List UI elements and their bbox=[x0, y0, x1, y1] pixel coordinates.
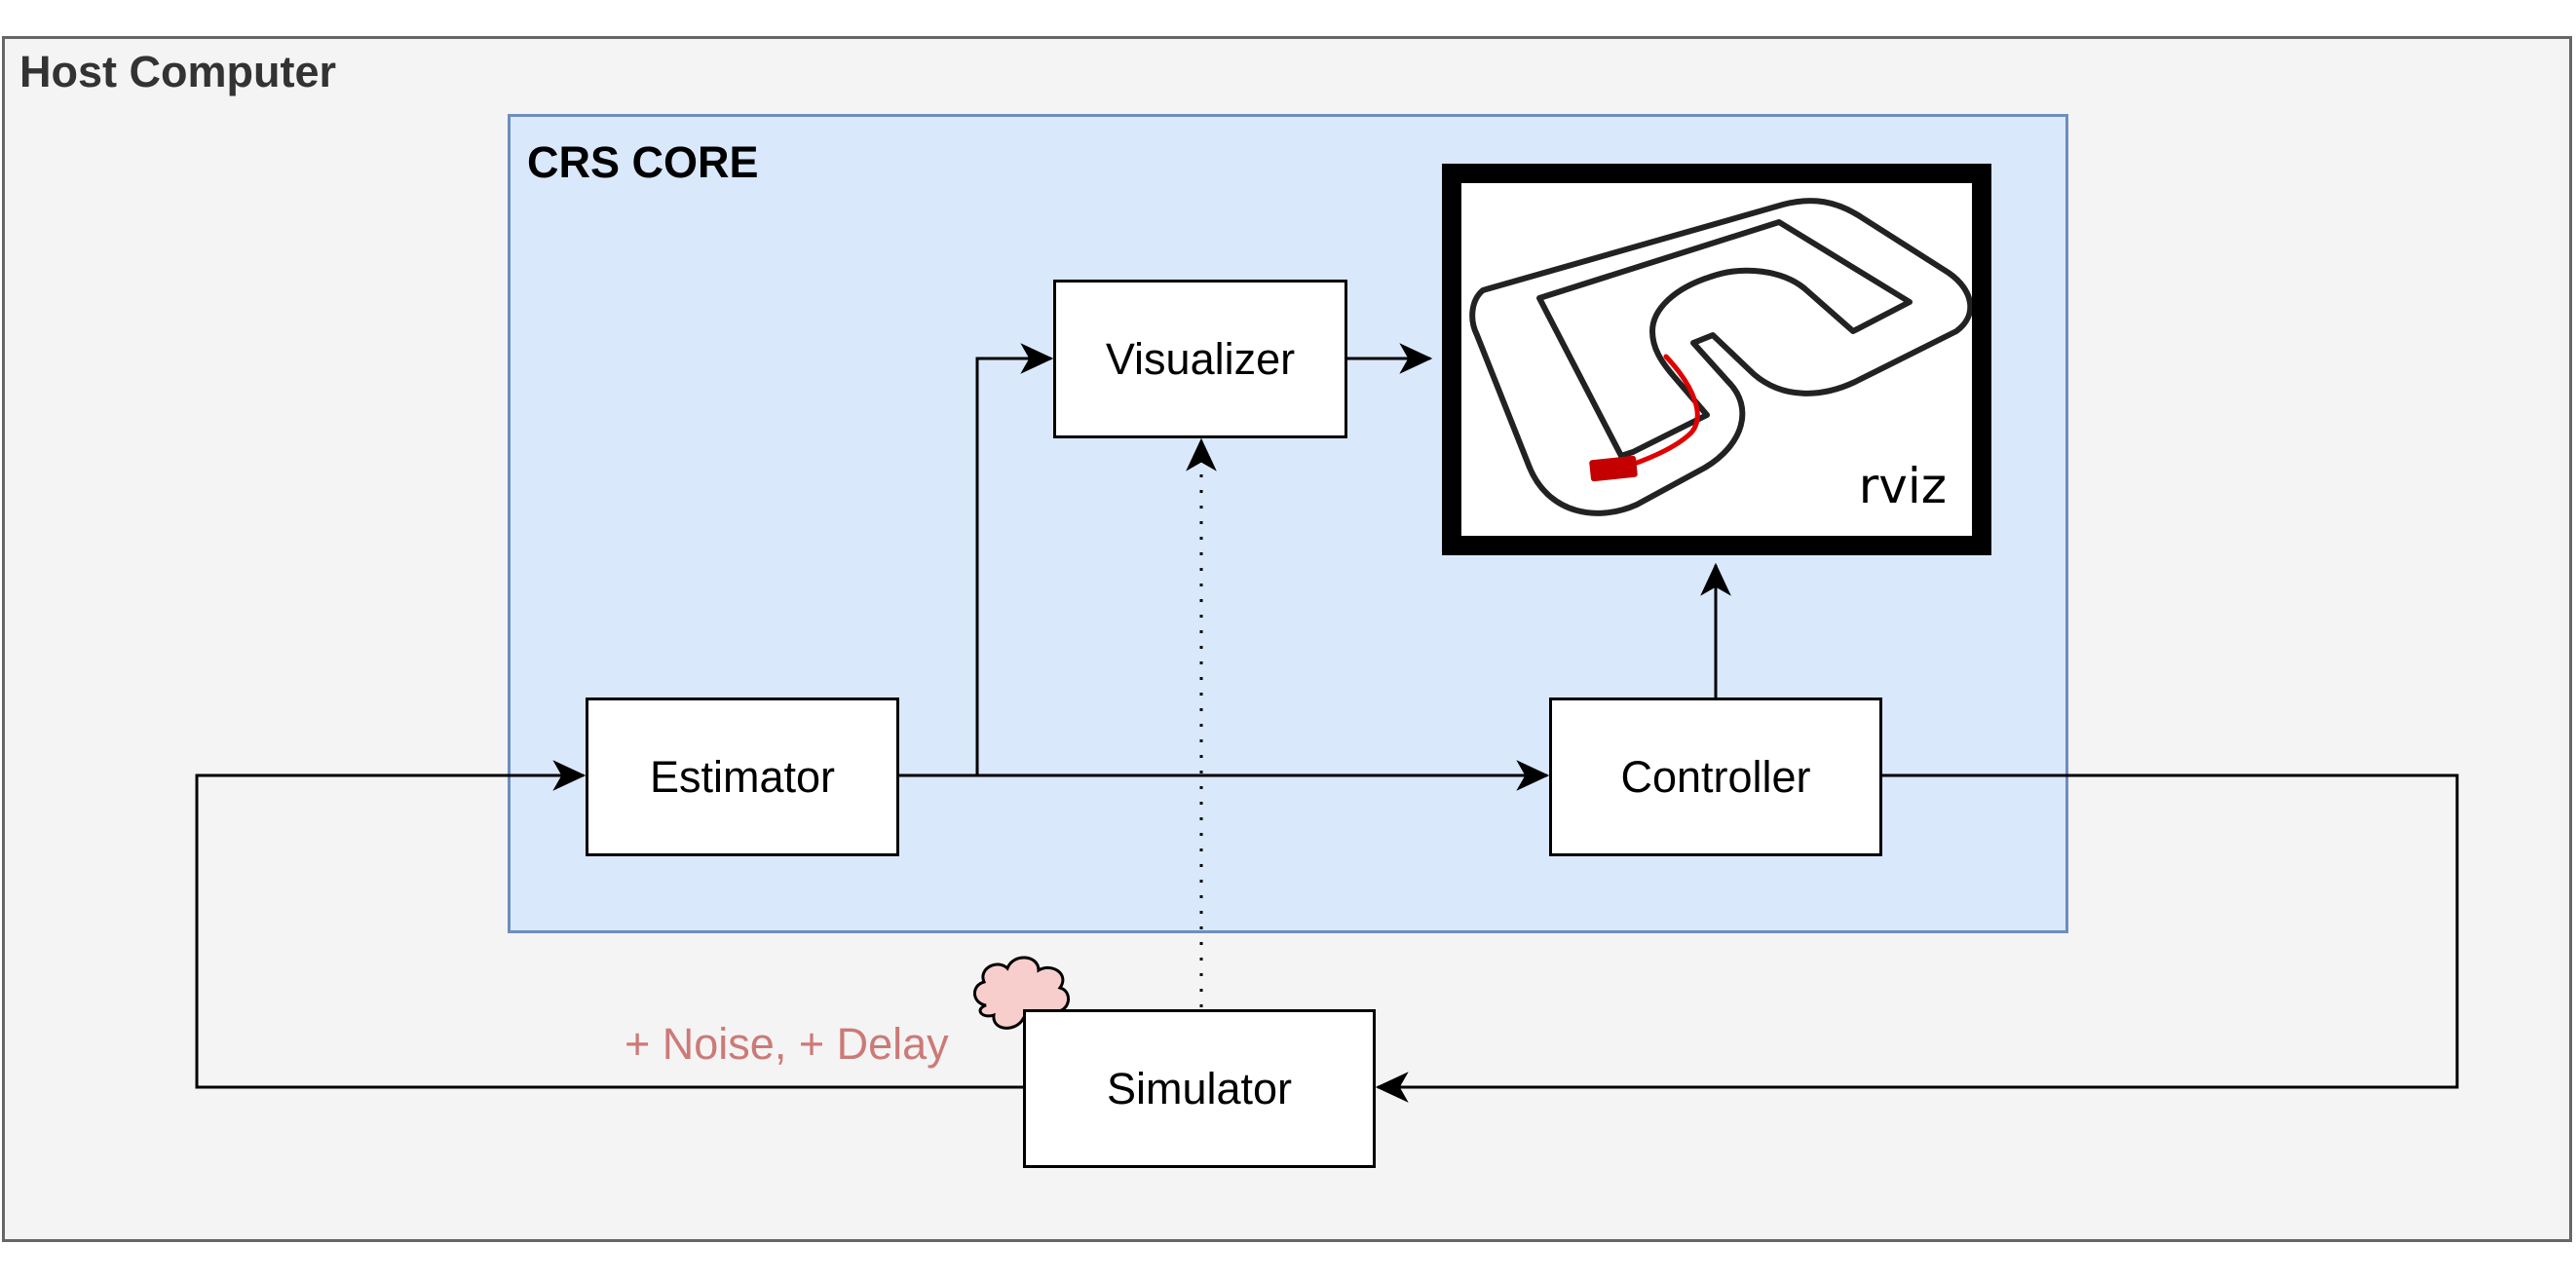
noise-delay-label: + Noise, + Delay bbox=[625, 1019, 949, 1069]
rviz-label: rviz bbox=[1858, 458, 1947, 514]
visualizer-block: Visualizer bbox=[1053, 280, 1347, 438]
rviz-display-frame: rviz bbox=[1442, 164, 1991, 555]
edge-simulator-to-estimator bbox=[195, 760, 1023, 1089]
simulator-block: Simulator bbox=[1023, 1009, 1376, 1168]
edge-controller-to-simulator bbox=[1375, 773, 2459, 1103]
edge-estimator-to-visualizer bbox=[975, 343, 1054, 775]
host-computer-title: Host Computer bbox=[19, 47, 336, 96]
estimator-block: Estimator bbox=[586, 698, 899, 856]
car-icon bbox=[1589, 455, 1638, 482]
crs-core-title: CRS CORE bbox=[527, 137, 759, 187]
trajectory-line bbox=[1620, 354, 1700, 471]
race-track-illustration bbox=[1469, 198, 1972, 516]
rviz-screen: rviz bbox=[1461, 183, 1972, 536]
controller-block: Controller bbox=[1549, 698, 1882, 856]
